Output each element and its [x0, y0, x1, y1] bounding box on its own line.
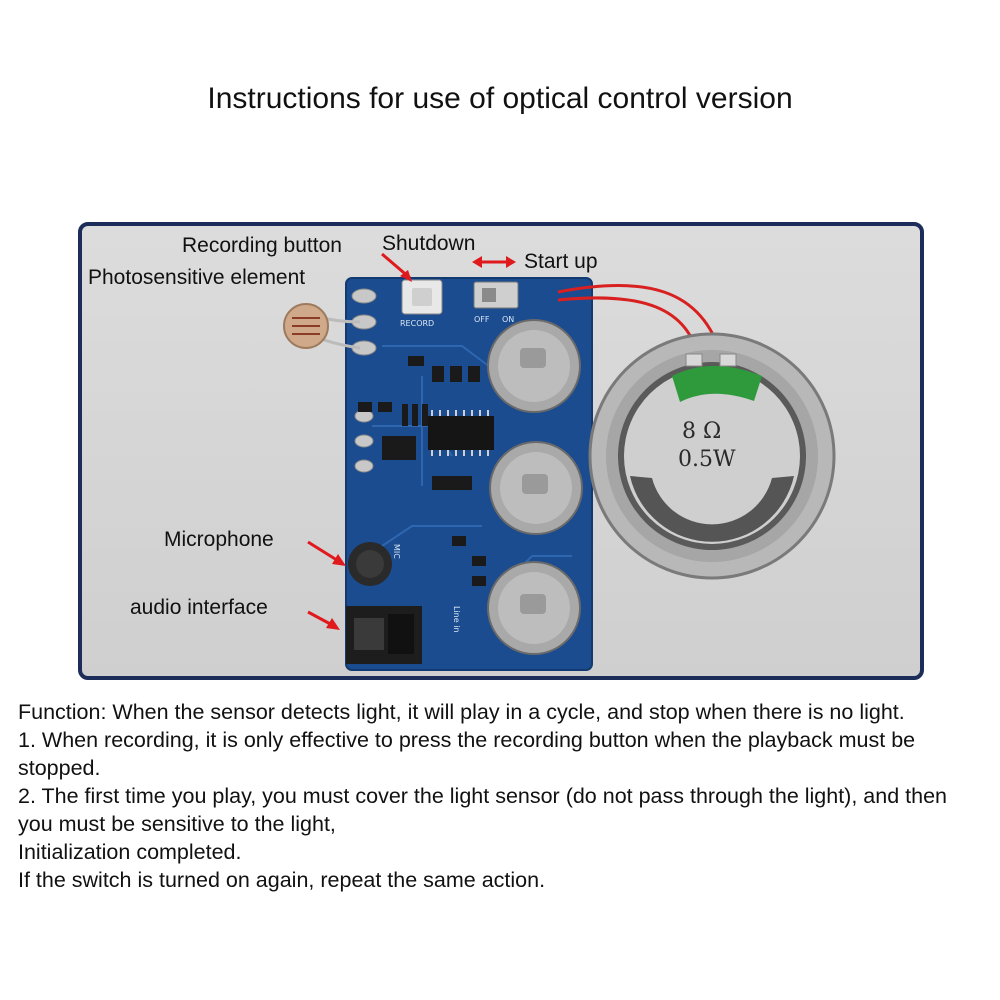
photoresistor-part — [283, 303, 361, 350]
page-title: Instructions for use of optical control … — [207, 82, 793, 115]
paragraph-step-2: 2. The first time you play, you must cov… — [18, 784, 947, 836]
battery-holder-2 — [489, 441, 583, 535]
header-pads — [351, 288, 377, 473]
label-shutdown: Shutdown — [382, 232, 476, 255]
label-start-up: Start up — [524, 250, 598, 273]
module-illustration: RECORD OFF ON — [283, 252, 836, 671]
paragraph-step-1: 1. When recording, it is only effective … — [18, 728, 916, 780]
svg-text:OFF: OFF — [474, 315, 490, 324]
battery-holder-3 — [487, 561, 581, 655]
paragraph-initialization: Initialization completed. — [18, 840, 242, 864]
record-silk: RECORD — [400, 319, 434, 328]
paragraph-function: Function: When the sensor detects light,… — [18, 700, 905, 724]
smd-components — [358, 356, 486, 586]
label-photosensitive-element: Photosensitive element — [88, 266, 306, 289]
label-recording-button: Recording button — [182, 234, 342, 257]
label-microphone: Microphone — [164, 528, 274, 551]
label-audio-interface: audio interface — [130, 596, 268, 619]
instructions-text: Function: When the sensor detects light,… — [18, 698, 984, 894]
main-ic — [428, 416, 494, 450]
product-photo-frame: RECORD OFF ON — [78, 222, 924, 680]
battery-holder-1 — [487, 319, 581, 413]
svg-text:Line in: Line in — [452, 606, 461, 633]
speaker-ohm-text: 8 Ω — [682, 419, 721, 444]
paragraph-repeat: If the switch is turned on again, repeat… — [18, 868, 546, 892]
ic-pins — [431, 410, 489, 456]
svg-text:MIC: MIC — [392, 544, 401, 559]
svg-text:ON: ON — [502, 315, 514, 324]
arrow-microphone — [307, 540, 341, 564]
annotation-arrows — [307, 252, 516, 630]
speaker-watt-text: 0.5W — [678, 447, 736, 472]
speaker-part: 8 Ω 0.5W — [588, 332, 836, 580]
